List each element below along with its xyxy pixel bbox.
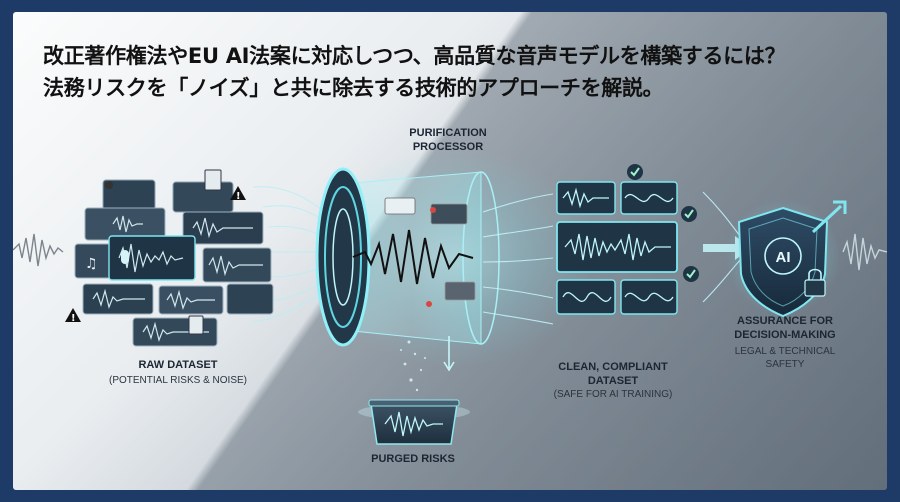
- svg-text:!: !: [236, 191, 241, 202]
- ai-shield-icon: [725, 199, 847, 318]
- infographic-frame: 改正著作権法やEU AI法案に対応しつつ、高品質な音声モデルを構築するには？ 法…: [13, 12, 887, 490]
- microphone-icon: [105, 181, 113, 189]
- headline-line-2: 法務リスクを「ノイズ」と共に除去する技術的アプローチを解説。: [43, 76, 664, 100]
- processor-title-line-1: PURIFICATION: [409, 127, 487, 139]
- assurance-subtitle: LEGAL & TECHNICAL SAFETY: [725, 345, 845, 371]
- padlock-icon: [804, 279, 826, 297]
- microphone-icon: [121, 250, 129, 264]
- assurance-title-line-2: DECISION-MAKING: [734, 329, 836, 341]
- svg-text:!: !: [71, 313, 76, 324]
- clean-dataset-subtitle: (SAFE FOR AI TRAINING): [553, 389, 673, 400]
- processor-title: PURIFICATION PROCESSOR: [373, 126, 523, 154]
- assurance-subtitle-line-2: SAFETY: [765, 359, 805, 370]
- document-icon: [188, 315, 204, 335]
- raw-dataset-subtitle: (POTENTIAL RISKS & NOISE): [109, 375, 247, 386]
- assurance-subtitle-line-1: LEGAL & TECHNICAL: [734, 346, 836, 357]
- processor-title-line-2: PROCESSOR: [412, 141, 484, 153]
- raw-dataset-title: RAW DATASET: [138, 359, 218, 371]
- clean-dataset-title-line-2: DATASET: [587, 375, 639, 387]
- purged-risks-title: PURGED RISKS: [371, 453, 455, 465]
- clean-dataset-title: CLEAN, COMPLIANT DATASET: [543, 360, 683, 388]
- purged-risks-bin: [358, 399, 470, 445]
- assurance-title: ASSURANCE FOR DECISION-MAKING: [715, 314, 855, 342]
- headline-line-1: 改正著作権法やEU AI法案に対応しつつ、高品質な音声モデルを構築するには？: [43, 44, 786, 68]
- clean-dataset-title-line-1: CLEAN, COMPLIANT: [558, 361, 668, 373]
- raw-dataset-cards: ! ! ♫: [65, 169, 274, 347]
- pipeline-illustration: ! ! ♫: [13, 147, 887, 445]
- left-ambient-waveform: [13, 233, 64, 267]
- music-note-icon: ♫: [85, 256, 98, 272]
- purification-processor: [313, 147, 593, 392]
- warning-icon: [65, 308, 81, 322]
- ai-badge-text: AI: [776, 249, 791, 266]
- clean-dataset-cards: [556, 164, 699, 315]
- warning-icon: [230, 186, 246, 200]
- document-icon: [204, 169, 222, 191]
- assurance-title-line-1: ASSURANCE FOR: [737, 315, 833, 327]
- right-ambient-waveform: [842, 233, 887, 271]
